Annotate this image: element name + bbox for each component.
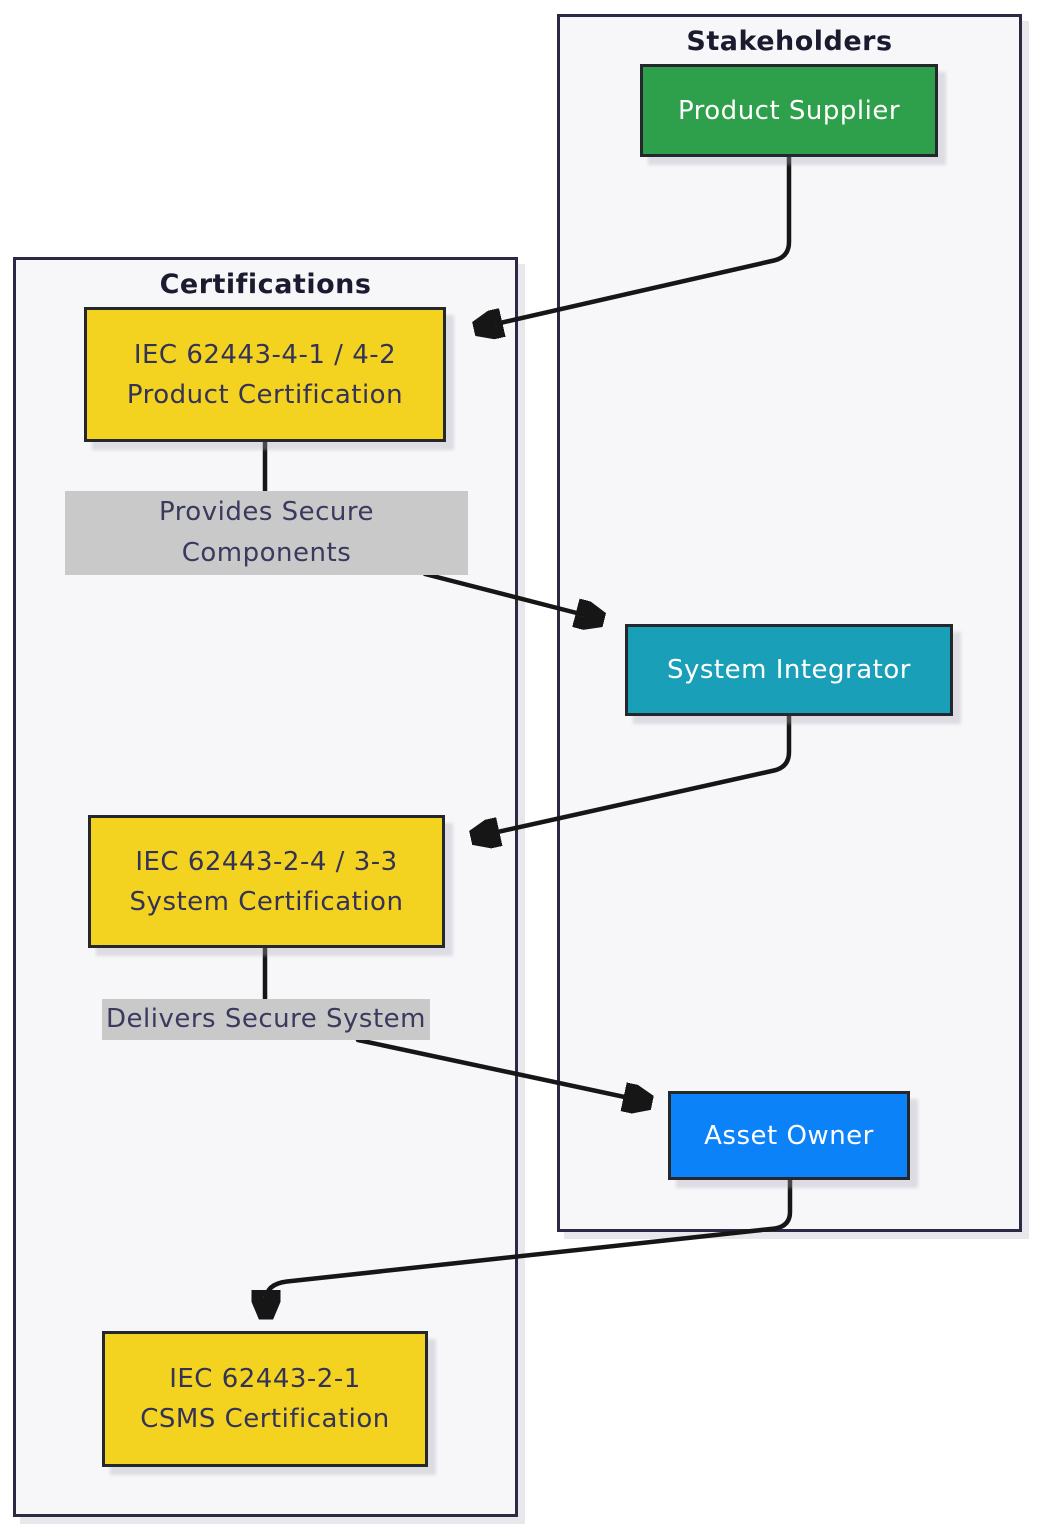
node-csms-certification: IEC 62443-2-1 CSMS Certification <box>102 1331 428 1467</box>
node-system-integrator: System Integrator <box>625 624 953 716</box>
cluster-certifications-title: Certifications <box>159 269 372 300</box>
node-asset-owner-label: Asset Owner <box>704 1120 874 1151</box>
node-product-certification-line2: Product Certification <box>126 379 404 410</box>
edge-label-provides-line2: Components <box>181 538 352 568</box>
edge-label-delivers-secure-system: Delivers Secure System <box>102 999 430 1040</box>
node-csms-certification-line2: CSMS Certification <box>140 1404 390 1434</box>
node-product-supplier: Product Supplier <box>640 64 938 157</box>
node-asset-owner: Asset Owner <box>668 1091 910 1180</box>
node-csms-certification-line1: IEC 62443-2-1 <box>169 1364 361 1394</box>
cluster-stakeholders: Stakeholders <box>557 14 1022 1232</box>
cluster-stakeholders-title: Stakeholders <box>686 26 893 57</box>
edge-label-provides-line1: Provides Secure <box>158 497 375 527</box>
node-system-integrator-label: System Integrator <box>667 655 911 685</box>
node-product-certification-line1: IEC 62443-4-1 / 4-2 <box>133 339 397 370</box>
edge-label-delivers-text: Delivers Secure System <box>106 1004 426 1034</box>
edge-label-provides-secure-components: Provides Secure Components <box>65 491 468 575</box>
node-system-certification-line2: System Certification <box>129 886 404 917</box>
node-product-supplier-label: Product Supplier <box>677 95 901 126</box>
node-system-certification: IEC 62443-2-4 / 3-3 System Certification <box>88 815 445 948</box>
node-product-certification: IEC 62443-4-1 / 4-2 Product Certificatio… <box>84 307 446 442</box>
node-system-certification-line1: IEC 62443-2-4 / 3-3 <box>135 846 398 877</box>
